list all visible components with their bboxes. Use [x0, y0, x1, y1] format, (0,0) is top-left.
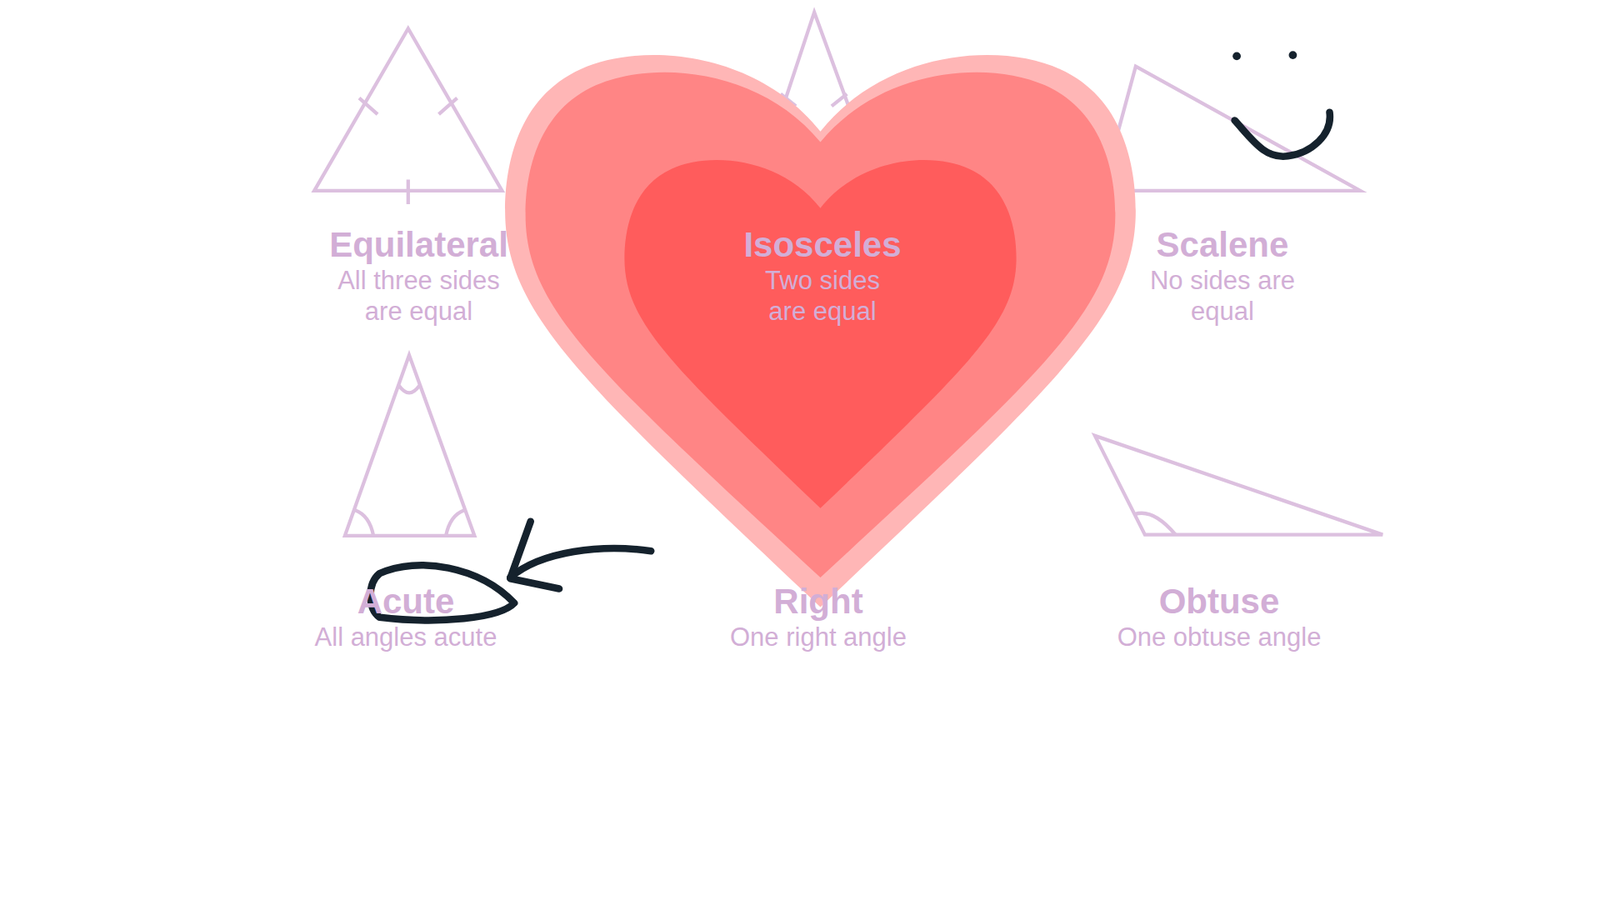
- type-description: One right angle: [651, 621, 985, 653]
- triangle-type-panel: AcuteAll angles acute: [235, 581, 576, 653]
- equilateral-triangle: [314, 28, 502, 191]
- smiley-mouth: [1235, 112, 1330, 157]
- heart-inner: [624, 160, 1016, 509]
- ink-annotations: [370, 50, 1330, 620]
- tick-marks: [359, 98, 458, 205]
- triangle-type-panel: ObtuseOne obtuse angle: [1049, 581, 1390, 653]
- angle-arcs: [355, 385, 465, 536]
- type-heading: Acute: [235, 581, 576, 622]
- hearts: [505, 55, 1136, 608]
- type-description: All three sides are equal: [329, 265, 509, 327]
- smiley-eye: [1289, 50, 1298, 60]
- type-heading: Equilateral: [325, 225, 512, 265]
- type-description: One obtuse angle: [1052, 621, 1386, 653]
- type-heading: Obtuse: [1049, 581, 1390, 622]
- triangle-type-panel: RightOne right angle: [648, 581, 989, 653]
- triangle-figures: [314, 12, 1383, 536]
- type-heading: Isosceles: [740, 225, 905, 265]
- arrow-shaft: [510, 548, 651, 578]
- arrow-head: [510, 521, 560, 590]
- triangle-type-panel: ScaleneNo sides are equal: [1135, 225, 1310, 327]
- triangle-type-panel: EquilateralAll three sides are equal: [325, 225, 512, 327]
- heart-middle: [525, 72, 1116, 578]
- heart-outer: [505, 55, 1136, 608]
- obtuse-triangle: [1095, 435, 1383, 535]
- type-description: No sides are equal: [1139, 265, 1306, 327]
- type-heading: Right: [648, 581, 989, 622]
- type-description: All angles acute: [239, 621, 573, 653]
- acute-triangle: [345, 355, 475, 536]
- scalene-triangle: [1101, 66, 1360, 191]
- type-description: Two sides are equal: [754, 265, 892, 327]
- smiley-eye: [1232, 51, 1241, 60]
- triangle-type-panel: IsoscelesTwo sides are equal: [740, 225, 905, 327]
- type-heading: Scalene: [1135, 225, 1310, 265]
- angle-arc: [1135, 513, 1176, 535]
